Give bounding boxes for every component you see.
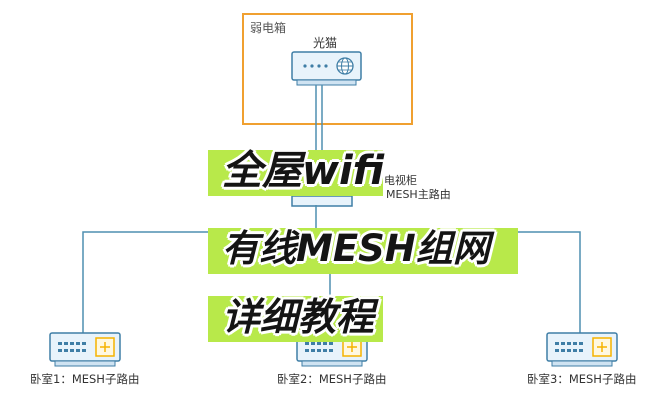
node-3-label: 卧室3：MESH子路由 (527, 372, 637, 386)
overlay-title-line-2: 有线MESH组网 (222, 227, 490, 270)
banner-bg-2 (208, 228, 518, 274)
overlay-title-line-3: 详细教程 (222, 295, 375, 339)
globe-icon (336, 57, 354, 75)
modem-label: 光猫 (313, 36, 338, 50)
cabinet-label: 弱电箱 (250, 21, 287, 35)
main-router-device (291, 195, 353, 207)
overlay-title-line-1: 全屋wifi (222, 148, 385, 194)
node-1-label: 卧室1：MESH子路由 (30, 372, 140, 386)
node-router-1 (49, 332, 121, 367)
cable-to-node-1 (82, 205, 317, 333)
node-router-3 (546, 332, 618, 367)
main-router-label-top: 电视柜 (384, 174, 417, 187)
node-2-label: 卧室2：MESH子路由 (277, 372, 387, 386)
banner-bg-1 (208, 150, 383, 196)
cabinet-box (242, 13, 413, 125)
modem-device (291, 51, 362, 86)
main-router-label-bottom: MESH主路由 (386, 188, 451, 201)
banner-bg-3 (208, 296, 383, 342)
